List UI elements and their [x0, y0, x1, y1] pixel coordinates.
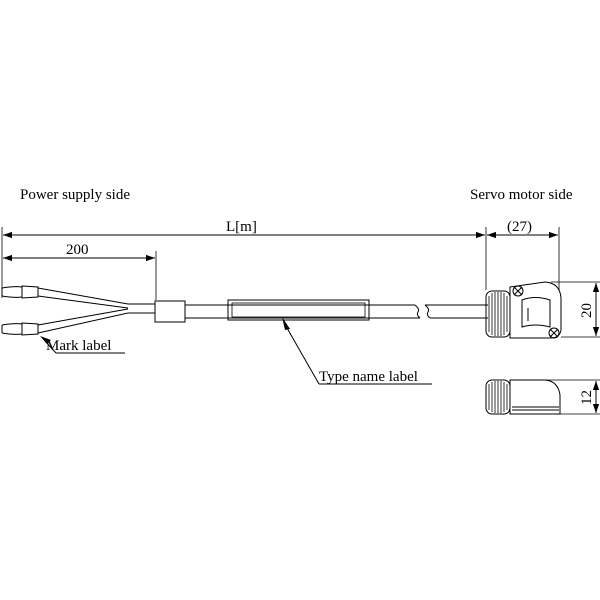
mark-label-text: Mark label	[46, 338, 111, 354]
type-name-label-part	[227, 299, 370, 321]
type-name-label-callout: Type name label	[282, 317, 432, 385]
connector-length-text: (27)	[507, 219, 532, 235]
servo-connector-front	[485, 281, 562, 339]
upper-ferrule	[1, 285, 39, 299]
mark-label-callout: Mark label	[40, 336, 125, 354]
servo-motor-side-label: Servo motor side	[470, 187, 573, 203]
length-dimension-text: L[m]	[226, 219, 257, 235]
lead-length-text: 200	[66, 242, 89, 258]
connector-length-dimension: (27)	[487, 219, 560, 290]
wire-leads	[1, 285, 129, 336]
cable-body	[128, 300, 488, 323]
overall-length-dimension: L[m]	[1, 219, 487, 298]
power-supply-side-label: Power supply side	[20, 187, 130, 203]
connector-side-height-text: 12	[579, 390, 595, 405]
connector-side-height-dimension: 12	[546, 379, 600, 415]
connector-height-dimension: 20	[551, 281, 600, 338]
connector-height-text: 20	[579, 303, 595, 318]
servo-connector-side	[485, 379, 561, 415]
lower-ferrule	[1, 322, 39, 336]
lead-length-dimension: 200	[3, 242, 157, 300]
type-name-label-text: Type name label	[319, 369, 418, 385]
